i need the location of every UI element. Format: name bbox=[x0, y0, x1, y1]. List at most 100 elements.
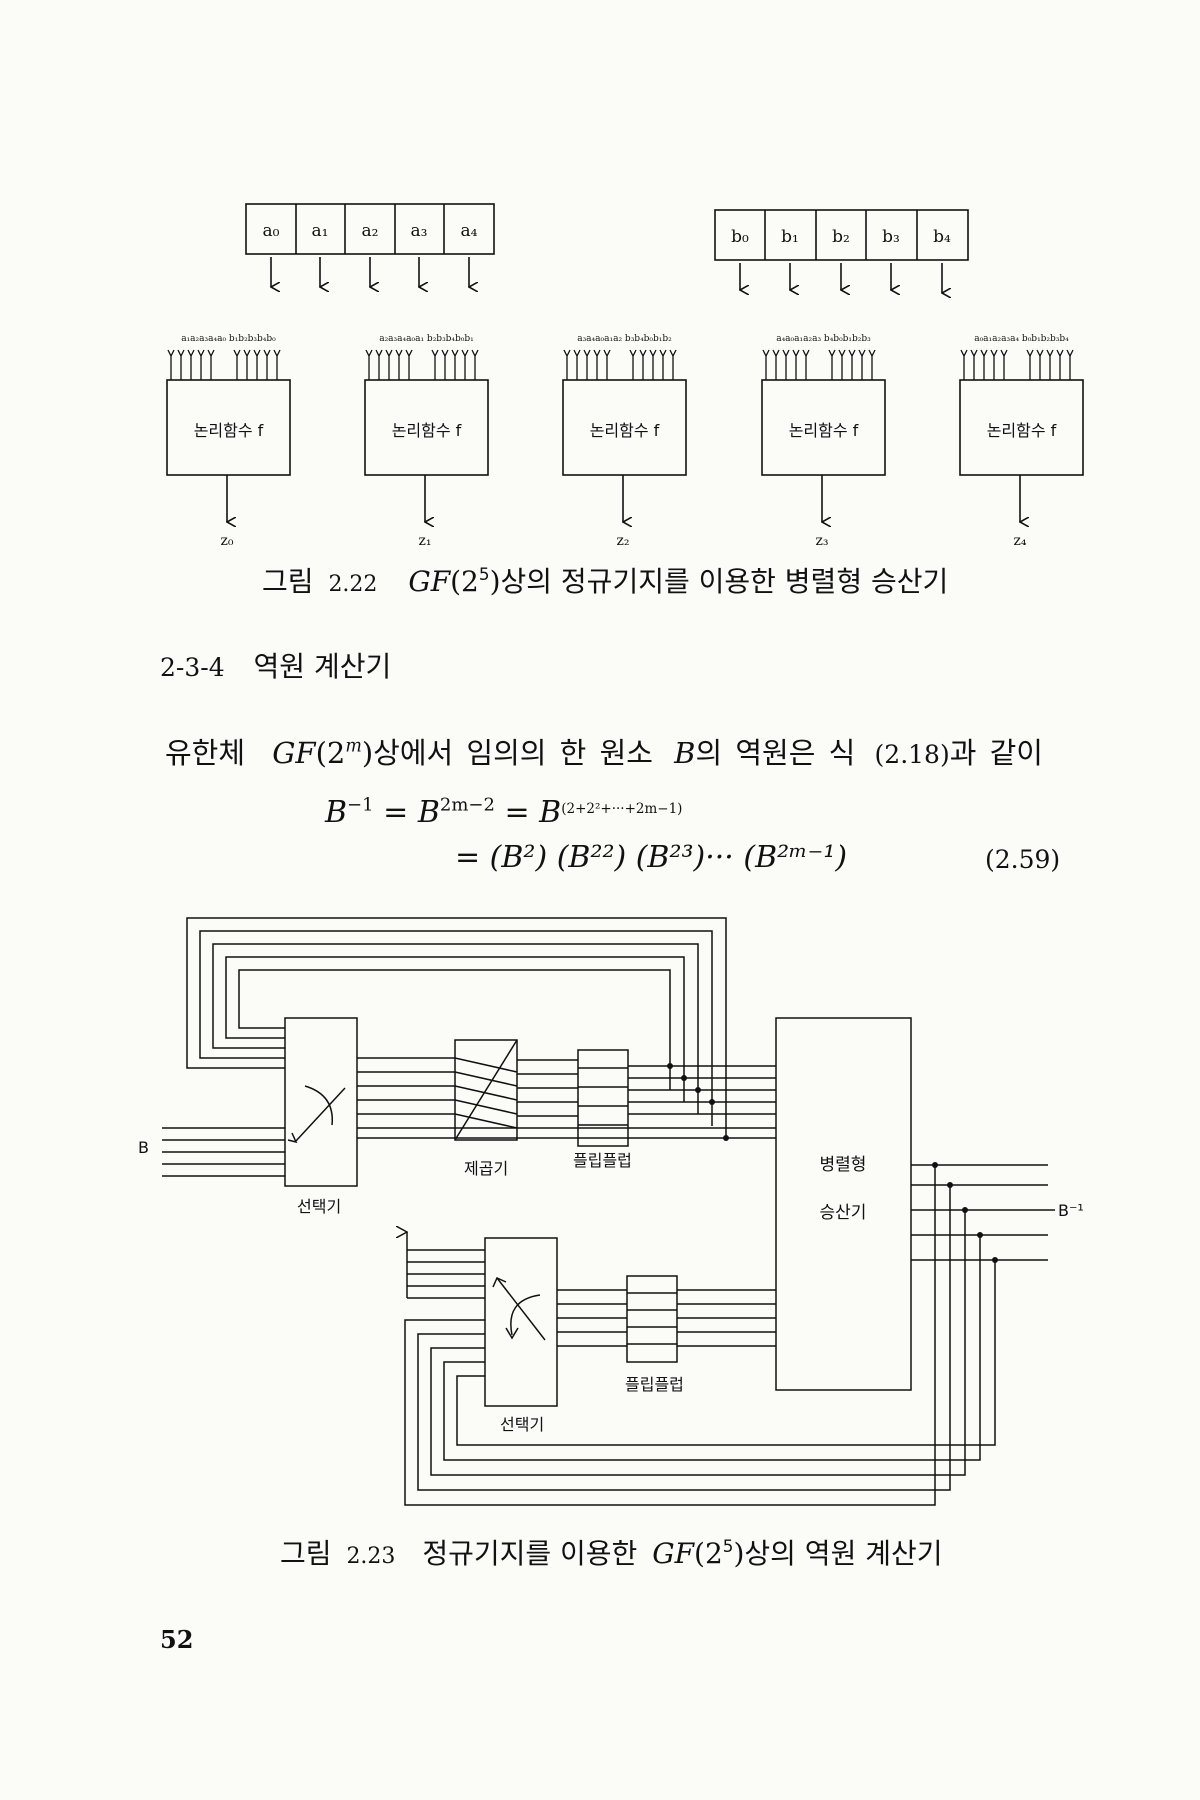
flipflop-2 bbox=[626, 1275, 678, 1363]
caption-number: 2.22 bbox=[328, 572, 378, 597]
a-reg-cell: a₄ bbox=[461, 221, 478, 241]
figure-2-22-caption: 그림 2.22 GF(25)상의 정규기지를 이용한 병렬형 승산기 bbox=[262, 560, 948, 600]
caption-prefix: 그림 bbox=[280, 1537, 332, 1570]
input-pins bbox=[167, 349, 281, 380]
input-pins bbox=[960, 349, 1074, 380]
logic-function-box bbox=[364, 379, 489, 476]
output-label: z₄ bbox=[1014, 533, 1027, 549]
section-heading: 2-3-4 역원 계산기 bbox=[160, 645, 391, 685]
logic-function-label: 논리함수 f bbox=[789, 421, 859, 440]
page-number: 52 bbox=[160, 1625, 194, 1654]
selector-to-squarer-lines bbox=[357, 1057, 455, 1115]
logic-function-box bbox=[166, 379, 291, 476]
input-pin-label: a₁a₂a₃a₄a₀ b₁b₂b₃b₄b₀ bbox=[181, 334, 276, 344]
b-reg-cell: b₃ bbox=[882, 227, 900, 247]
b-reg-cell: b₄ bbox=[933, 227, 951, 247]
flipflop-to-multiplier-lines bbox=[357, 1065, 776, 1139]
b-reg-cell: b₂ bbox=[832, 227, 850, 247]
caption-gf: GF bbox=[652, 1537, 695, 1570]
input-pin-label: a₀a₁a₂a₃a₄ b₀b₁b₂b₃b₄ bbox=[974, 334, 1069, 344]
section-title: 역원 계산기 bbox=[253, 650, 392, 683]
logic-function-box bbox=[959, 379, 1084, 476]
caption-mid: 정규기지를 이용한 bbox=[422, 1537, 638, 1570]
eq-lhs-exp: −1 bbox=[347, 794, 374, 816]
caption-rest: 상의 역원 계산기 bbox=[744, 1537, 943, 1570]
logic-function-box bbox=[562, 379, 687, 476]
output-label: B⁻¹ bbox=[1058, 1201, 1084, 1220]
a-register-arrows bbox=[271, 257, 469, 287]
selector-2-arc bbox=[510, 1294, 541, 1336]
caption-exp: 5 bbox=[722, 1536, 734, 1557]
body-text: 상에서 임의의 한 원소 bbox=[373, 736, 653, 770]
figure-2-22: a₀ a₁ a₂ a₃ a₄ b₀ b₁ b₂ b₃ b₄ a₁a₂a₃a₄a₀… bbox=[166, 203, 1084, 549]
selector-1 bbox=[284, 1017, 358, 1187]
body-gf: GF bbox=[272, 736, 316, 770]
selector-1-arrowhead bbox=[287, 1132, 298, 1144]
selector-2-label: 선택기 bbox=[500, 1415, 544, 1434]
equation-line-2: = (B²) (B²²) (B²³)··· (B²ᵐ⁻¹) bbox=[455, 840, 847, 875]
selector-2 bbox=[484, 1237, 558, 1407]
logic-function-block: a₀a₁a₂a₃a₄ b₀b₁b₂b₃b₄ 논리함수 f z₄ bbox=[959, 334, 1084, 549]
caption-close: ) bbox=[489, 565, 501, 598]
a-reg-cell: a₂ bbox=[362, 221, 379, 241]
caption-gf: GF bbox=[408, 565, 451, 598]
eq-term: B bbox=[539, 795, 562, 830]
flipflop2-to-multiplier-lines bbox=[677, 1289, 776, 1347]
caption-number: 2.23 bbox=[346, 1544, 396, 1569]
output-label: z₃ bbox=[816, 533, 829, 549]
squarer bbox=[454, 1039, 518, 1141]
body-close: ) bbox=[361, 736, 374, 770]
body-arg: (2 bbox=[315, 736, 346, 770]
output-lines bbox=[911, 1164, 1055, 1261]
selector-2-arc-head bbox=[505, 1327, 519, 1340]
body-text: 과 같이 bbox=[949, 736, 1043, 770]
flipflop-2-label: 플립플럽 bbox=[625, 1375, 684, 1394]
eq-product: = (B²) (B²²) (B²³)··· (B²ᵐ⁻¹) bbox=[455, 840, 848, 875]
b-register-arrows bbox=[740, 263, 942, 293]
caption-close: ) bbox=[733, 1537, 745, 1570]
caption-exp: 5 bbox=[478, 564, 490, 585]
logic-function-label: 논리함수 f bbox=[590, 421, 660, 440]
eq-sign: = bbox=[383, 795, 409, 830]
body-line: 유한체 GF(2m)상에서 임의의 한 원소 B의 역원은 식 (2.18)과 … bbox=[165, 730, 1043, 772]
selector-1-switch bbox=[294, 1087, 346, 1143]
logic-function-box bbox=[761, 379, 886, 476]
logic-function-label: 논리함수 f bbox=[194, 421, 264, 440]
input-pins bbox=[762, 349, 876, 380]
junction-dots bbox=[667, 1063, 729, 1141]
selector-1-label: 선택기 bbox=[297, 1197, 341, 1216]
selector-2-outputs bbox=[407, 1232, 485, 1299]
input-pins bbox=[365, 349, 479, 380]
section-number: 2-3-4 bbox=[160, 653, 225, 682]
a-reg-cell: a₁ bbox=[312, 221, 329, 241]
figure-2-23: B B⁻¹ 선택기 제곱기 플립플럽 병렬형 승산기 선택기 플립플럽 bbox=[138, 917, 1084, 1506]
b-register bbox=[714, 209, 969, 261]
selector-2-arrowhead bbox=[492, 1277, 507, 1288]
figure-2-23-caption: 그림 2.23 정규기지를 이용한 GF(25)상의 역원 계산기 bbox=[280, 1532, 943, 1572]
eq-lhs: B bbox=[325, 795, 348, 830]
b-reg-cell: b₁ bbox=[781, 227, 799, 247]
caption-rest: 상의 정규기지를 이용한 병렬형 승산기 bbox=[500, 565, 949, 598]
top-feedback-loops bbox=[186, 917, 727, 1138]
squarer-to-flipflop-lines bbox=[517, 1059, 578, 1117]
a-register bbox=[245, 203, 495, 255]
selector2-to-flipflop-lines bbox=[557, 1289, 627, 1347]
logic-function-label: 논리함수 f bbox=[987, 421, 1057, 440]
input-pin-label: a₂a₃a₄a₀a₁ b₂b₃b₄b₀b₁ bbox=[379, 334, 474, 344]
a-reg-cell: a₃ bbox=[411, 221, 428, 241]
output-label: z₁ bbox=[419, 533, 432, 549]
body-text: 의 역원은 식 bbox=[695, 736, 856, 770]
equation-line-1: B−1 = B2m−2 = B(2+2²+···+2m−1) bbox=[325, 795, 682, 830]
input-pins bbox=[563, 349, 677, 380]
body-text: 유한체 bbox=[165, 736, 246, 770]
input-b-lines bbox=[162, 1127, 285, 1177]
flipflop-1 bbox=[577, 1049, 629, 1147]
selector-2-switch bbox=[496, 1277, 546, 1341]
eq-term-exp: (2+2²+···+2m−1) bbox=[561, 801, 683, 818]
equation-number: (2.59) bbox=[985, 845, 1061, 874]
multiplier-label-1: 병렬형 bbox=[820, 1155, 867, 1175]
body-exp: m bbox=[345, 736, 362, 757]
